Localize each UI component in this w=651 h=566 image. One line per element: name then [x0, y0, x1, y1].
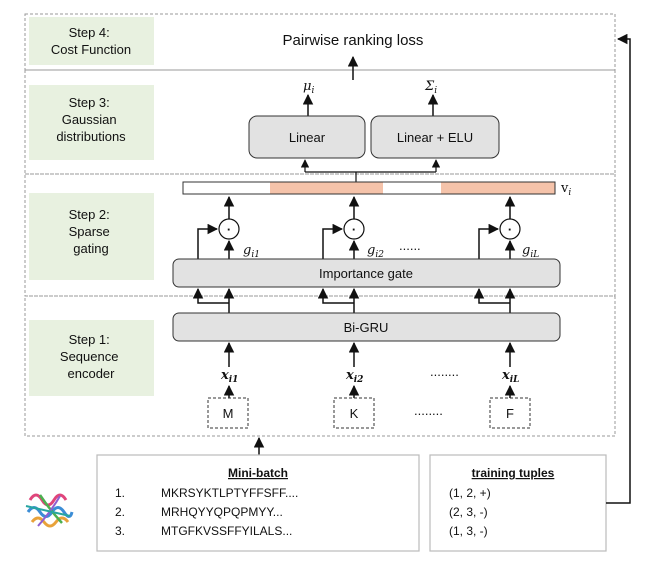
step2-label-bg — [29, 193, 154, 280]
minibatch-title: Mini-batch — [228, 466, 288, 480]
residue-box-2 — [333, 397, 375, 429]
minibatch-num-2: 2. — [115, 505, 125, 519]
step1-label: Step 1: Sequence encoder — [60, 332, 122, 381]
minibatch-box — [96, 454, 420, 552]
training-tuples-title: training tuples — [472, 466, 555, 480]
vector-to-linear-connectors — [300, 159, 441, 182]
input-x-i2: xi2 — [345, 368, 363, 385]
linear-box — [248, 115, 366, 159]
input-x-i1: xi1 — [220, 368, 238, 385]
sigma-symbol: Σi — [424, 79, 437, 96]
bigru-to-gate-connectors — [192, 287, 516, 313]
residue-2: K — [350, 406, 359, 421]
linear-label: Linear — [289, 130, 326, 145]
step4-label-bg — [29, 17, 154, 65]
gate-g-iL: giL — [522, 243, 539, 260]
vector-highlight-1 — [270, 182, 383, 194]
gate-g-i2: gi2 — [367, 243, 384, 260]
minibatch-num-1: 1. — [115, 486, 125, 500]
svg-text:·: · — [227, 222, 231, 237]
vector-vi-outline — [182, 181, 556, 195]
svg-text:·: · — [508, 222, 512, 237]
residue-box-L — [489, 397, 531, 429]
gate-column-2: · gi2 — [322, 195, 384, 260]
gate-g-i1: gi1 — [243, 243, 260, 260]
bigru-box — [172, 312, 561, 342]
step1-label-bg — [29, 320, 154, 396]
step3-label-bg — [29, 85, 154, 160]
step3-frame — [24, 69, 616, 175]
minibatch-num-3: 3. — [115, 524, 125, 538]
residue-box-1 — [207, 397, 249, 429]
residue-1: M — [223, 406, 234, 421]
input-x-iL: xiL — [501, 368, 520, 385]
linear-elu-box — [370, 115, 500, 159]
minibatch-seq-3: MTGFKVSSFFYILALS... — [161, 524, 292, 538]
importance-gate-box — [172, 258, 561, 288]
gate-column-1: · gi1 — [197, 195, 260, 260]
residue-ellipsis: ........ — [414, 403, 443, 418]
training-tuple-2: (2, 3, -) — [449, 505, 488, 519]
svg-text:·: · — [352, 222, 356, 237]
residue-L: F — [506, 406, 514, 421]
importance-gate-label: Importance gate — [319, 266, 413, 281]
bigru-label: Bi-GRU — [344, 320, 389, 335]
input-ellipsis: ........ — [430, 364, 459, 379]
training-tuples-box — [429, 454, 607, 552]
pairwise-ranking-loss-label: Pairwise ranking loss — [283, 32, 424, 49]
step2-label: Step 2: Sparse gating — [69, 207, 114, 256]
linear-elu-label: Linear + ELU — [397, 130, 473, 145]
mu-symbol: μi — [303, 79, 314, 96]
step4-label: Step 4: Cost Function — [51, 25, 131, 57]
arrow-tuples-to-cost — [606, 33, 631, 504]
gate-ellipsis: ...... — [399, 238, 421, 253]
protein-structure-icon — [25, 492, 74, 528]
step3-label: Step 3: Gaussian distributions — [56, 95, 126, 144]
training-tuple-3: (1, 3, -) — [449, 524, 488, 538]
gate-column-L: · giL — [478, 195, 539, 260]
training-tuple-1: (1, 2, +) — [449, 486, 491, 500]
minibatch-seq-1: MKRSYKTLPTYFFSFF.... — [161, 486, 298, 500]
vector-vi-label: vi — [560, 181, 571, 198]
vector-highlight-2 — [441, 182, 555, 194]
minibatch-seq-2: MRHQYYQPQPMYY... — [161, 505, 283, 519]
